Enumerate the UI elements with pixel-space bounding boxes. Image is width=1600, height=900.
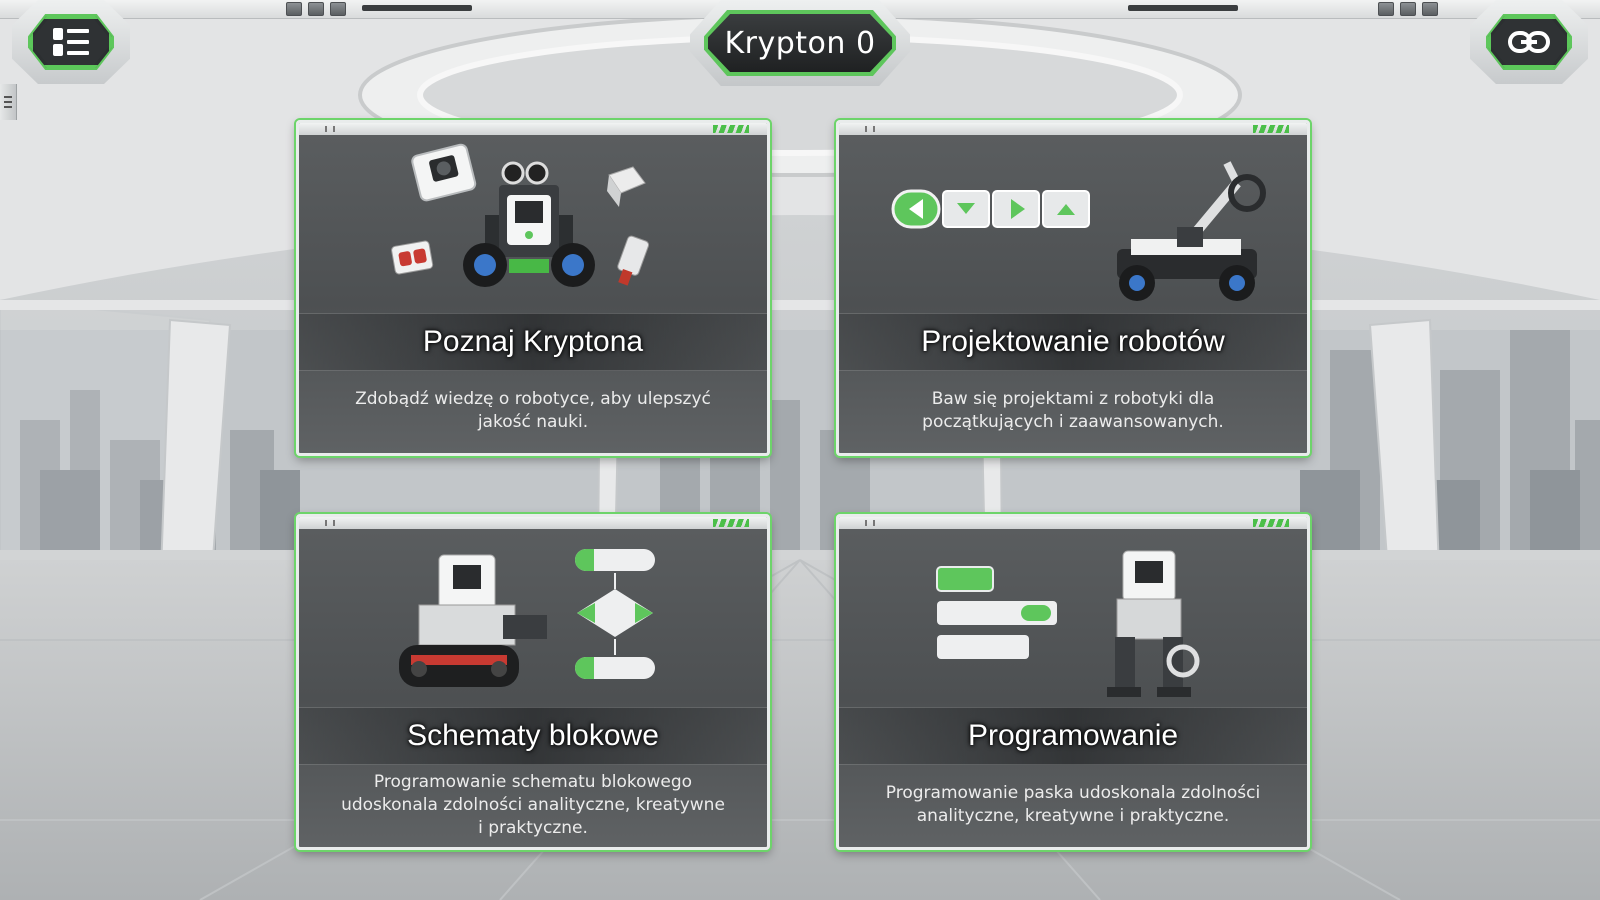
card-programming[interactable]: Programowanie Programowanie paska udosko… [836,514,1310,850]
title-plate: Krypton 0 [690,0,910,86]
page-title: Krypton 0 [724,25,876,61]
card-description: Zdobądź wiedzę o robotyce, aby ulepszyć … [355,389,711,432]
card-title: Schematy blokowe [407,719,659,752]
menu-button[interactable] [12,0,130,84]
robot-parts-icon [391,143,650,287]
connect-button[interactable] [1470,0,1588,84]
code-blocks-icon [936,550,1200,697]
card-description: Programowanie paska udoskonala zdolności… [885,783,1261,826]
card-title: Projektowanie robotów [921,325,1225,358]
strip-bar-right [1128,5,1238,11]
card-title: Poznaj Kryptona [422,325,644,358]
flowchart-icon [399,549,655,687]
robot-arm-vehicle-icon [891,161,1266,301]
card-robot-design[interactable]: Projektowanie robotów Baw się projektami… [836,120,1310,456]
strip-indicator-left [286,2,346,16]
chain-link-icon [1508,31,1550,53]
list-menu-icon [53,28,89,56]
card-description: Programowanie schematu blokowego udoskon… [341,771,725,838]
strip-bar-left [362,5,472,11]
card-description: Baw się projektami z robotyki dla począt… [922,389,1224,432]
card-title: Programowanie [967,719,1179,752]
card-flowcharts[interactable]: Schematy blokowe Programowanie schematu … [296,514,770,850]
card-meet-krypton[interactable]: Poznaj Kryptona Zdobądź wiedzę o robotyc… [296,120,770,456]
side-drawer-handle[interactable] [0,84,17,120]
strip-indicator-right [1378,2,1438,16]
